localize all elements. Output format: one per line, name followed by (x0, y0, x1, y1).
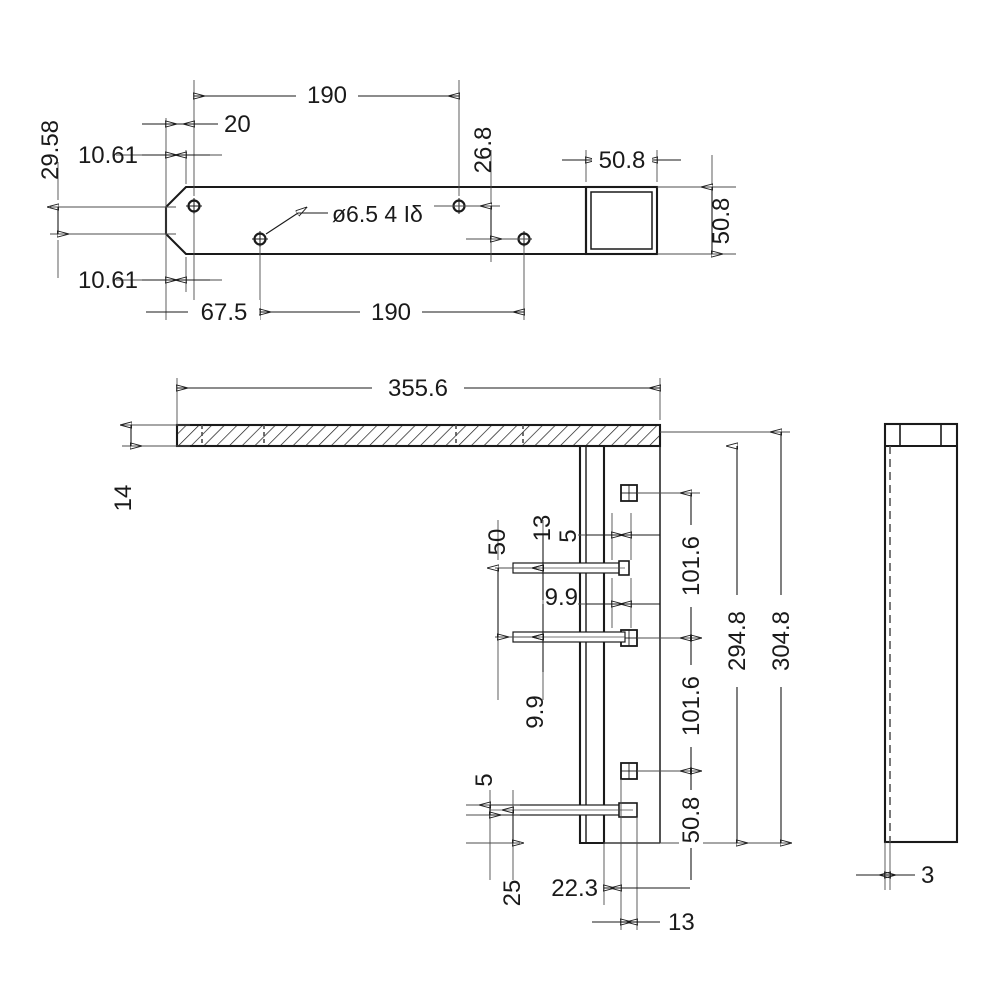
front-view-fasteners (620, 484, 638, 780)
dim-9-9-lower: 9.9 (522, 604, 549, 729)
dim-5-upper-text: 5 (555, 529, 582, 542)
dim-294-8-text: 294.8 (724, 611, 751, 671)
front-view-slot-features (489, 560, 638, 818)
dim-5-bottom: 5 (471, 773, 498, 815)
dim-5-bottom-text: 5 (471, 773, 498, 786)
dim-9-9-lower-text: 9.9 (522, 695, 549, 728)
side-view-outline (883, 422, 959, 844)
dim-355-6: 355.6 (177, 375, 660, 402)
dim-3: 3 (856, 862, 934, 889)
dim-190-bottom-text: 190 (371, 299, 411, 326)
dim-101-6-lower: 101.6 (678, 638, 705, 771)
front-view-vertical-leg-outer (578, 446, 606, 845)
dim-67-5-text: 67.5 (201, 299, 248, 326)
dim-13-slot-text: 13 (529, 515, 556, 542)
dim-50-8-bottom: 50.8 (678, 771, 705, 880)
dim-304-8-text: 304.8 (768, 611, 795, 671)
dim-26-8: 26.8 (470, 127, 497, 239)
dim-50-8-height-text: 50.8 (708, 198, 735, 245)
dim-101-6-upper: 101.6 (678, 493, 705, 638)
dim-14: 14 (110, 425, 137, 511)
front-view-group: 355.6 14 50 13 5 9.9 (110, 375, 795, 936)
dim-9-9-upper: 9.9 (545, 584, 660, 611)
dim-10-61-lower-text: 10.61 (78, 267, 138, 294)
dim-20-text: 20 (224, 111, 251, 138)
dim-355-6-text: 355.6 (388, 375, 448, 402)
dim-50-8-height: 50.8 (708, 187, 735, 254)
dim-190-top-text: 190 (307, 82, 347, 109)
dim-67-5: 67.5 (146, 299, 260, 326)
dim-50-8-width: 50.8 (562, 147, 681, 174)
dim-13-slot: 13 (529, 515, 556, 600)
dim-10-61-lower: 10.61 (78, 267, 210, 294)
dim-22-3: 22.3 (551, 875, 690, 902)
plate-section-breaks (201, 425, 524, 446)
dim-9-9-upper-text: 9.9 (545, 584, 578, 611)
dim-304-8: 304.8 (768, 432, 795, 843)
hole-callout-text: ø6.5 4 Iδ (332, 201, 423, 227)
dim-3-text: 3 (921, 862, 934, 889)
top-view-plate-right-edge (586, 185, 657, 256)
dim-26-8-text: 26.8 (470, 127, 497, 174)
dim-10-61-upper: 10.61 (78, 142, 210, 169)
dim-50-8-width-text: 50.8 (599, 147, 646, 174)
dim-14-text: 14 (110, 485, 137, 512)
dim-25: 25 (499, 810, 526, 906)
dim-29-58-text: 29.58 (37, 120, 64, 180)
top-view-tube-inner (590, 191, 653, 250)
dim-50: 50 (484, 529, 511, 637)
dim-13-bottom-text: 13 (668, 909, 695, 936)
top-view-group: ø6.5 4 Iδ (37, 80, 736, 326)
top-view-tube-outer (584, 185, 659, 256)
dim-10-61-upper-text: 10.61 (78, 142, 138, 169)
dim-50-8-bottom-text: 50.8 (678, 797, 705, 844)
dim-101-6-lower-text: 101.6 (678, 676, 705, 736)
dim-50-text: 50 (484, 529, 511, 556)
side-view-extension-lines (884, 842, 891, 890)
dim-294-8: 294.8 (724, 446, 751, 843)
dim-5-upper: 5 (555, 529, 660, 543)
front-view-plate-hatch (175, 423, 662, 448)
dim-190-top: 190 (194, 82, 459, 109)
dim-25-text: 25 (499, 880, 526, 907)
dim-13-bottom: 13 (592, 909, 695, 936)
dim-190-bottom: 190 (260, 299, 524, 326)
dim-29-58: 29.58 (37, 120, 64, 234)
dim-101-6-upper-text: 101.6 (678, 536, 705, 596)
top-view-extension-lines (50, 80, 736, 320)
dim-20: 20 (142, 111, 251, 138)
dim-22-3-text: 22.3 (551, 875, 598, 902)
side-view-group: 3 (856, 422, 959, 890)
hole-callout-leader (265, 213, 328, 235)
